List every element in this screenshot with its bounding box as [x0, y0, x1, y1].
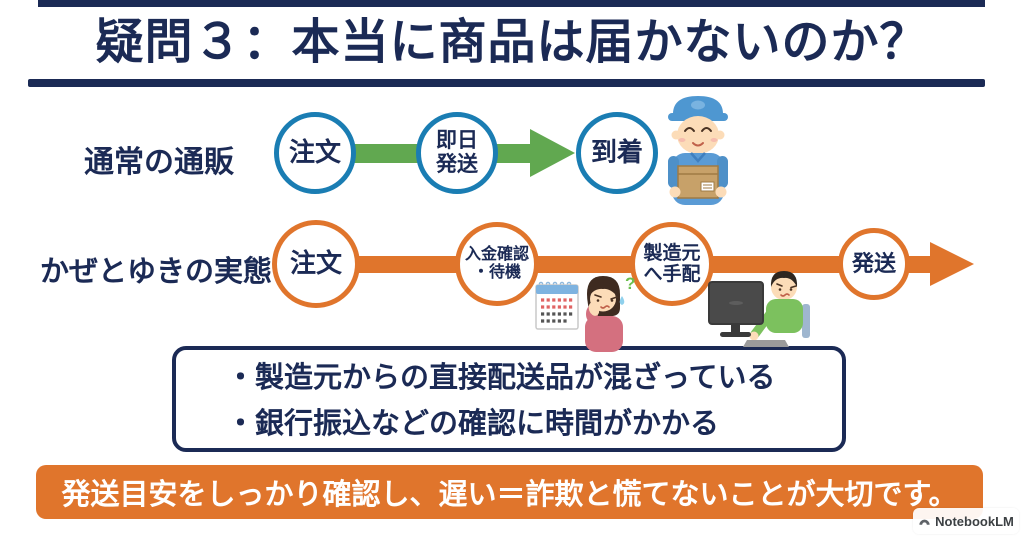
top-accent-bar — [38, 0, 985, 7]
step-label: 製造元 へ手配 — [643, 242, 701, 285]
step-label: 注文 — [289, 248, 342, 279]
kazetoyuki-label: かぜとゆきの実態 — [40, 256, 273, 288]
normal-shopping-label: 通常の通販 — [84, 146, 234, 179]
step-label: 即日 発送 — [436, 129, 478, 176]
svg-text:?: ? — [625, 274, 635, 293]
worried-man-computer-illustration — [708, 271, 810, 347]
step-circle-manufacturer-arrangement: 製造元 へ手配 — [630, 222, 714, 306]
page-title: 疑問３：本当に商品は届かないのか？ — [95, 16, 929, 69]
step-circle-arrival: 到着 — [576, 112, 658, 194]
banner-text: 発送目安をしっかり確認し、遅い＝詐欺と慌てないことが大切です。 — [61, 479, 958, 511]
step-circle-shipping: 発送 — [838, 228, 910, 300]
note-line: ・銀行振込などの確認に時間がかかる — [226, 408, 720, 440]
step-label: 到着 — [590, 137, 643, 168]
notebooklm-watermark: NotebookLM — [913, 508, 1019, 534]
step-circle-order-normal: 注文 — [274, 112, 356, 194]
step-label: 注文 — [288, 137, 341, 168]
notes-box: ・製造元からの直接配送品が混ざっている ・銀行振込などの確認に時間がかかる — [172, 346, 846, 452]
note-line: ・製造元からの直接配送品が混ざっている — [226, 362, 776, 394]
notebooklm-label: NotebookLM — [935, 513, 1014, 529]
title-underline — [28, 79, 985, 87]
step-circle-order-kazetoyuki: 注文 — [272, 220, 360, 308]
bottom-banner: 発送目安をしっかり確認し、遅い＝詐欺と慌てないことが大切です。 — [36, 465, 983, 519]
step-circle-payment-confirmation: 入金確認 ・待機 — [455, 222, 539, 306]
delivery-person-illustration — [668, 96, 728, 205]
step-label: 発送 — [851, 250, 896, 276]
step-circle-sameday-shipping: 即日 発送 — [416, 112, 498, 194]
worried-woman-calendar-illustration: ? — [535, 274, 635, 352]
step-label: 入金確認 ・待機 — [464, 246, 529, 281]
notebooklm-logo-icon — [919, 519, 930, 525]
